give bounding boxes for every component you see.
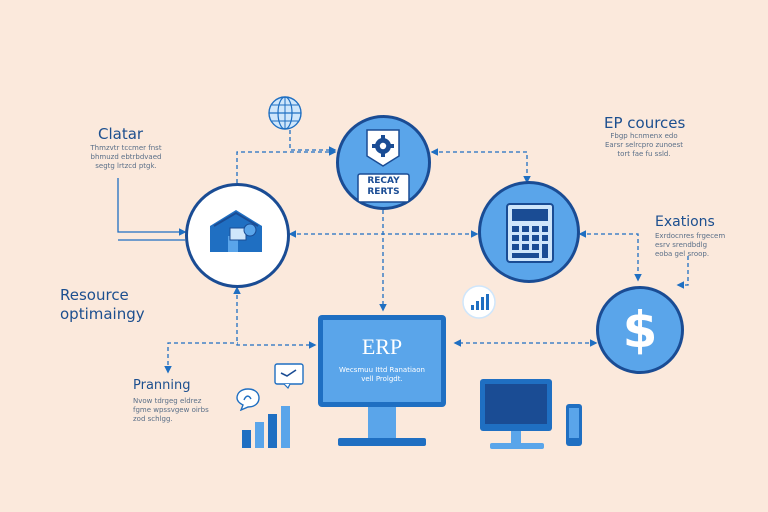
label-planning-title: Pranning [133, 378, 191, 393]
label-resource-title: Resource optimaingy [60, 286, 145, 323]
label-exations-title: Exations [655, 214, 715, 230]
bar-chart-icon [242, 406, 290, 448]
monitor-icon [480, 379, 552, 431]
erp-monitor-base [338, 438, 426, 446]
link-gear-calculator [430, 148, 531, 184]
chat-bubble-icon [236, 388, 260, 411]
link-calculator-dollar [578, 230, 642, 282]
erp-title: ERP [361, 334, 403, 359]
dollar-icon: $ [622, 301, 658, 359]
link-warehouse-erp [233, 286, 317, 349]
phone-icon [566, 404, 582, 446]
link-warehouse-gear [233, 148, 337, 192]
gear-icon [372, 135, 394, 157]
calculator-icon [506, 203, 554, 263]
link-exations-dollar [676, 256, 689, 289]
link-planning-erp [164, 342, 238, 374]
gear-node: RECAY RERTS [336, 115, 431, 210]
monitor-stand [511, 431, 521, 443]
erp-subtitle: Wecsmuu Ittd Ranatiaon vell Prolgdt. [339, 366, 425, 383]
erp-monitor: ERP Wecsmuu Ittd Ranatiaon vell Prolgdt. [318, 315, 446, 407]
calculator-node [478, 181, 580, 283]
erp-monitor-stand [368, 407, 396, 439]
dollar-node: $ [596, 286, 684, 374]
monitor-base [490, 443, 544, 449]
label-planning-desc: Nvow tdrgeg eldrez fgme wpssvgew oirbs z… [133, 397, 209, 423]
link-clatar-warehouse [117, 178, 187, 236]
globe-icon [268, 96, 302, 130]
growth-chart-icon [462, 285, 496, 319]
label-ep-cources-desc: Fbgp hcnmenx edo Earsr selrcpro zunoest … [604, 132, 683, 158]
label-ep-cources-title: EP cources [604, 114, 686, 132]
label-exations-desc: Exrdocnres frgecem esrv srendbdlg eoba g… [655, 232, 726, 258]
label-clatar-desc: Thmzvtr tccmer fnst bhmuzd ebtrbdvaed se… [90, 144, 162, 170]
message-card-icon [274, 363, 304, 389]
link-globe-gear [289, 130, 337, 154]
warehouse-node [185, 183, 290, 288]
tagline: RECAY RERTS [367, 176, 400, 197]
warehouse-icon [210, 210, 262, 252]
erp-screen: ERP Wecsmuu Ittd Ranatiaon vell Prolgdt. [323, 320, 441, 402]
label-clatar-title: Clatar [98, 125, 144, 143]
